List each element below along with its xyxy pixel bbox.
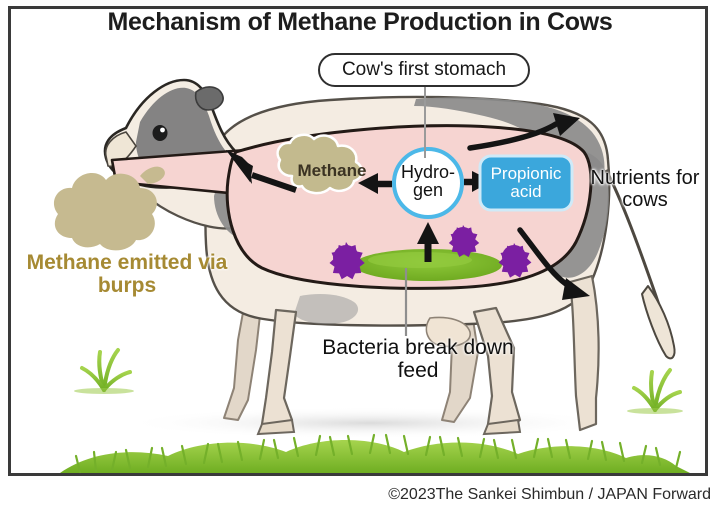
cow-eye-highlight	[160, 127, 165, 133]
feed-mass-highlight	[368, 252, 472, 268]
cow-tail-tuft	[641, 285, 676, 360]
callout-leader-line	[424, 86, 426, 158]
cow-rear-leg	[568, 274, 600, 432]
propionic-acid-label: Propionic acid	[484, 165, 568, 201]
arrow-curve-up-right-icon	[467, 113, 580, 151]
grass-tuft-base	[74, 388, 134, 394]
propionic-acid-line1: Propionic	[490, 164, 562, 183]
cow-hind-hoof	[482, 418, 522, 436]
cow-belly-patch	[294, 294, 359, 324]
cow-front-hoof	[256, 418, 296, 436]
nutrients-label: Nutrients for cows	[590, 167, 700, 211]
hydrogen-label-line2: gen	[412, 180, 444, 200]
arrow-curve-down-right-icon	[517, 227, 590, 300]
cow-udder	[425, 316, 471, 348]
callout-cows-first-stomach: Cow's first stomach	[318, 53, 530, 87]
methane-burps-label: Methane emitted via burps	[26, 251, 228, 297]
grass-tuft-right-base	[627, 408, 683, 414]
hydrogen-label: Hydro- gen	[392, 163, 464, 199]
propionic-acid-node	[478, 154, 574, 212]
burp-cloud-icon	[53, 166, 165, 251]
copyright-credit: ©2023The Sankei Shimbun / JAPAN Forward	[388, 486, 711, 503]
grass-strip-icon	[60, 433, 690, 474]
cow-eye	[152, 125, 168, 141]
arrow-left-icon	[358, 173, 392, 194]
hydrogen-label-line1: Hydro-	[400, 162, 455, 182]
methane-label: Methane	[297, 161, 367, 180]
arrow-burp-left-icon	[226, 150, 297, 193]
hydrogen-node	[392, 147, 464, 219]
cow-ear	[194, 86, 224, 111]
bacteria-label: Bacteria break down feed	[322, 336, 514, 382]
grass-tuft-icon-right	[632, 368, 682, 412]
methane-cloud-icon	[276, 133, 363, 195]
ground-shadow	[120, 407, 620, 439]
bacteria-icon	[329, 225, 532, 280]
grass-tuft-icon	[80, 348, 132, 392]
page-title: Mechanism of Methane Production in Cows	[107, 8, 613, 36]
arrow-up-icon	[417, 222, 439, 262]
callout-label: Cow's first stomach	[341, 59, 507, 80]
propionic-acid-line2: acid	[510, 181, 542, 201]
